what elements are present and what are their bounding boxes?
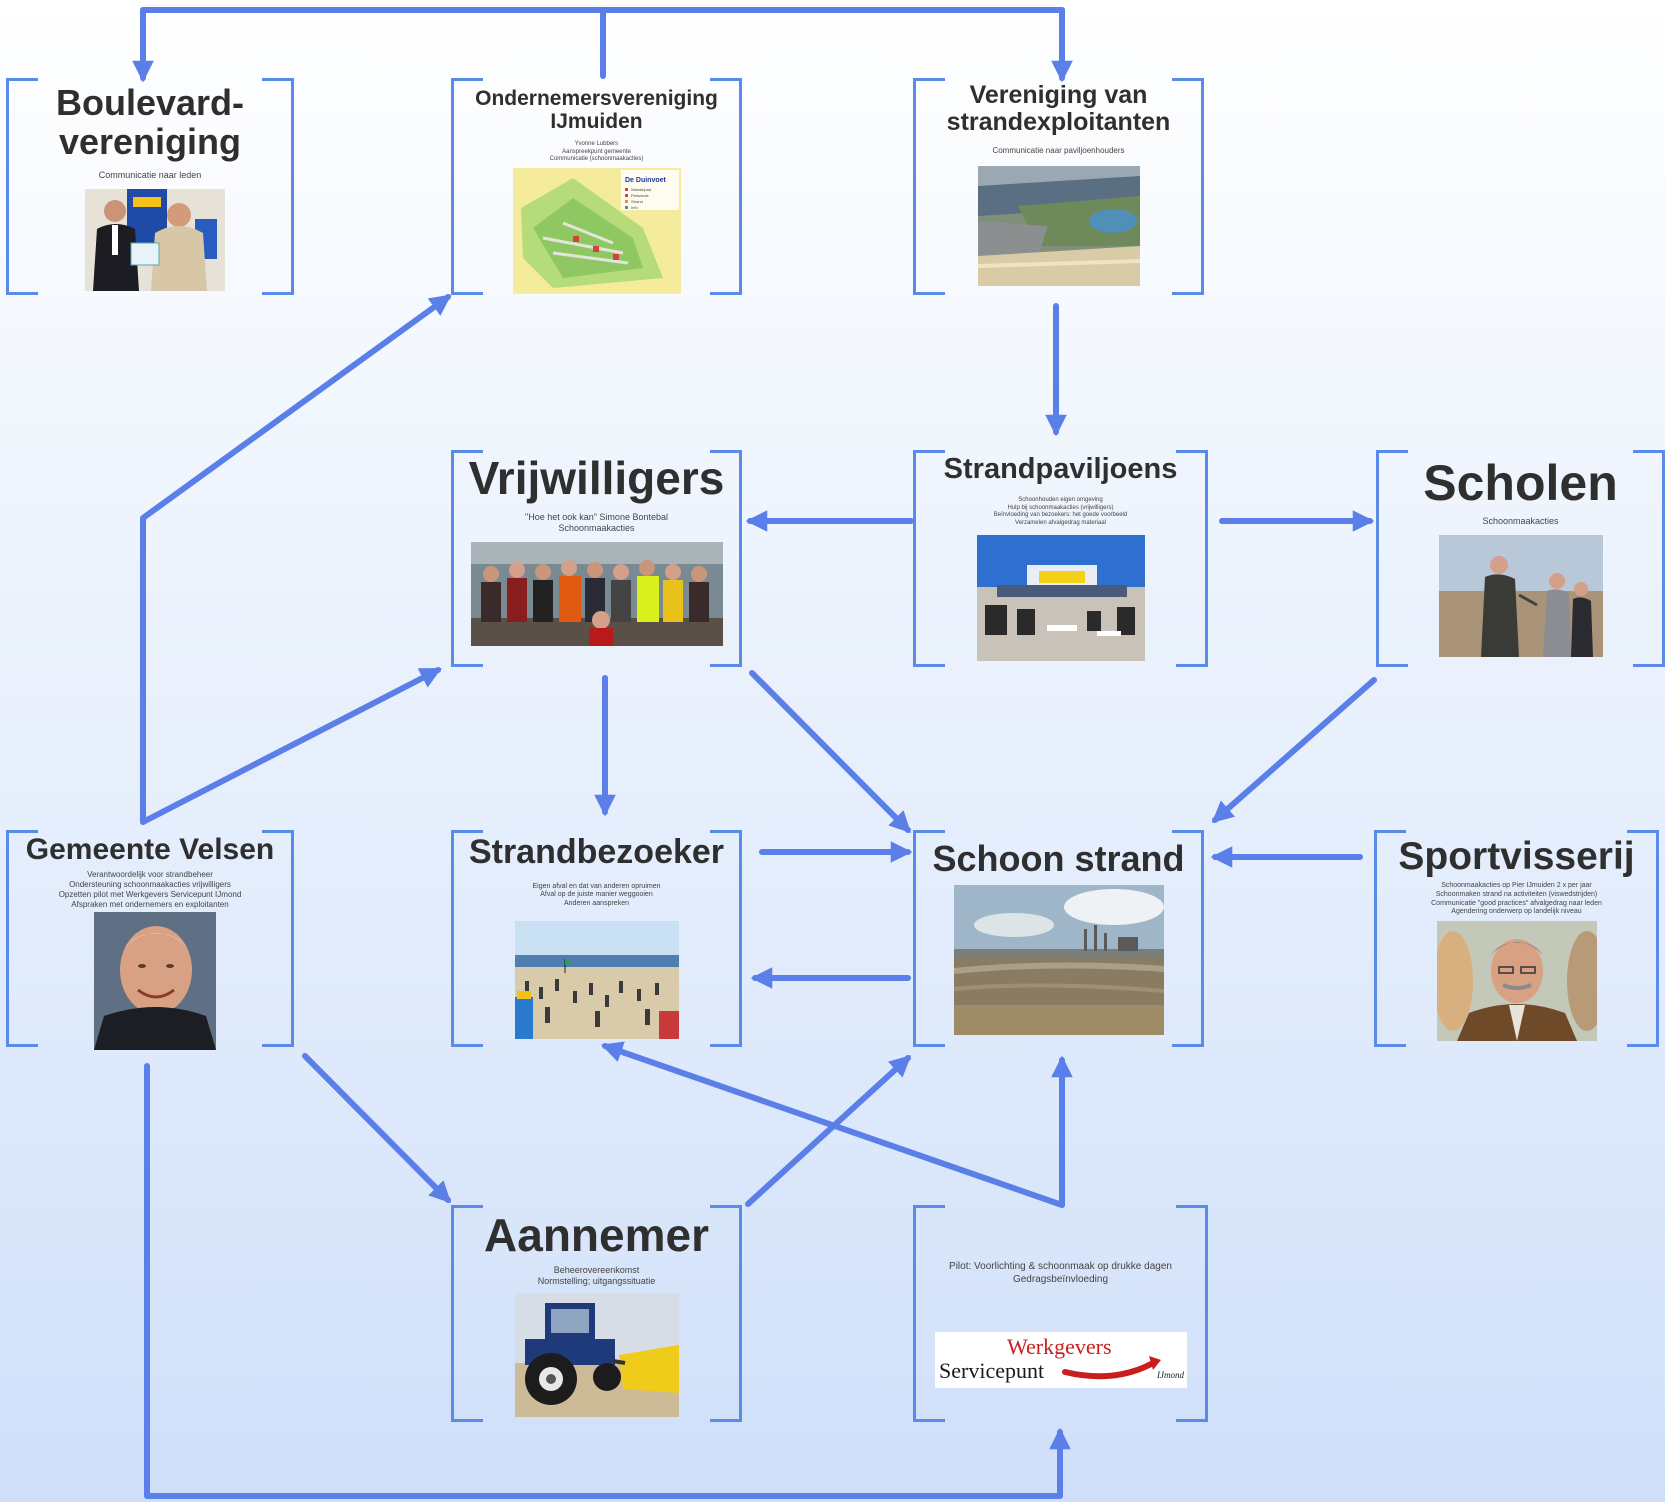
map-title: De Duinvoet	[625, 177, 667, 184]
logo-text-werkgevers: Werkgevers	[1007, 1334, 1112, 1359]
node-title: Aannemer	[484, 1209, 709, 1261]
frame-bracket-right	[1172, 78, 1204, 295]
node-strandexploitanten[interactable]: Vereniging van strandexploitanten Commun…	[913, 78, 1204, 295]
node-title: Vereniging van strandexploitanten	[946, 81, 1171, 136]
photo-boulevard	[85, 189, 225, 291]
arrow-gemeente-vrijwilligers	[140, 667, 442, 825]
node-gemeente[interactable]: Gemeente Velsen Verantwoordelijk voor st…	[6, 830, 294, 1051]
frame-bracket-left	[913, 1205, 945, 1422]
frame-bracket-right	[1172, 830, 1204, 1047]
node-title: Ondernemersvereniging IJmuiden	[475, 87, 718, 133]
logo-text-ijmond: IJmond	[1156, 1370, 1184, 1380]
photo-clean-beach	[953, 884, 1164, 1035]
node-title: Schoon strand	[932, 838, 1185, 879]
frame-bracket-left	[1376, 450, 1408, 667]
node-strandbezoeker[interactable]: Strandbezoeker Eigen afval en dat van an…	[451, 830, 742, 1047]
frame-bracket-right	[710, 830, 742, 1047]
node-subtitle: Yvonne Lubbers Aanspreekpunt gemeente Co…	[549, 141, 644, 163]
photo-crowded-beach	[514, 920, 679, 1039]
node-werkgevers[interactable]: Pilot: Voorlichting & schoonmaak op druk…	[913, 1205, 1208, 1422]
arrow-werkgevers-strandbezoeker	[600, 1041, 1065, 1208]
arrow-scholen-schoonstrand	[1211, 677, 1377, 823]
frame-bracket-left	[6, 830, 38, 1047]
frame-bracket-right	[710, 1205, 742, 1422]
node-title: Scholen	[1423, 455, 1618, 511]
frame-bracket-right	[1176, 1205, 1208, 1422]
frame-bracket-left	[913, 830, 945, 1047]
map-legend-item: Fietsroute	[631, 193, 650, 198]
photo-beach-pavilion	[976, 535, 1145, 662]
frame-bracket-left	[913, 450, 945, 667]
frame-bracket-right	[710, 450, 742, 667]
node-title: Strandpaviljoens	[943, 453, 1178, 485]
frame-bracket-right	[262, 830, 294, 1047]
arrow-vrijwilligers-schoonstrand	[749, 670, 912, 834]
node-strandpaviljoens[interactable]: Strandpaviljoens Schoonhouden eigen omge…	[913, 450, 1208, 667]
frame-bracket-left	[451, 830, 483, 1047]
arrow-gemeente-werkgevers	[144, 1063, 1071, 1499]
node-subtitle: Pilot: Voorlichting & schoonmaak op druk…	[949, 1261, 1172, 1285]
map-legend-item: Info	[631, 205, 638, 210]
node-subtitle: Verantwoordelijk voor strandbeheer Onder…	[58, 870, 242, 910]
node-boulevard[interactable]: Boulevard- vereniging Communicatie naar …	[6, 78, 294, 295]
frame-bracket-left	[1374, 830, 1406, 1047]
node-title: Vrijwilligers	[468, 452, 725, 504]
photo-harbour-aerial	[977, 166, 1140, 286]
node-subtitle: Beheerovereenkomst Normstelling; uitgang…	[537, 1264, 656, 1286]
arrow-gemeente-ondernemers	[140, 294, 452, 825]
photo-beach-tractor	[514, 1293, 679, 1418]
node-aannemer[interactable]: Aannemer Beheerovereenkomst Normstelling…	[451, 1205, 742, 1422]
node-schoonstrand[interactable]: Schoon strand	[913, 830, 1204, 1047]
node-title: Strandbezoeker	[468, 833, 725, 871]
frame-bracket-left	[451, 450, 483, 667]
node-subtitle: Communicatie naar paviljoenhouders	[992, 146, 1125, 155]
node-title: Gemeente Velsen	[25, 833, 275, 866]
photo-school-beach-cleanup	[1438, 535, 1603, 658]
arrow-gemeente-aannemer	[302, 1053, 452, 1204]
frame-bracket-right	[710, 78, 742, 295]
frame-bracket-right	[262, 78, 294, 295]
node-subtitle: "Hoe het ook kan" Simone Bontebal Schoon…	[525, 511, 668, 533]
node-subtitle: Eigen afval en dat van anderen opruimen …	[532, 882, 661, 908]
node-vrijwilligers[interactable]: Vrijwilligers "Hoe het ook kan" Simone B…	[451, 450, 742, 667]
frame-bracket-left	[6, 78, 38, 295]
node-sportvisserij[interactable]: Sportvisserij Schoonmaakacties op Pier I…	[1374, 830, 1659, 1047]
logo-text-servicepunt: Servicepunt	[939, 1358, 1044, 1383]
photo-gemeente-person	[94, 912, 216, 1051]
photo-sportvisserij-person	[1436, 921, 1597, 1042]
photo-ondernemers-map: De Duinvoet Wandelpad Fietsroute Strand …	[512, 167, 681, 294]
arrow-aannemer-schoonstrand	[745, 1055, 912, 1207]
node-title: Sportvisserij	[1398, 835, 1635, 878]
node-title: Boulevard- vereniging	[55, 82, 245, 162]
frame-bracket-left	[913, 78, 945, 295]
map-legend-item: Wandelpad	[631, 187, 651, 192]
node-scholen[interactable]: Scholen Schoonmaakacties	[1376, 450, 1665, 667]
frame-bracket-left	[451, 1205, 483, 1422]
photo-volunteers-group	[470, 542, 723, 647]
node-ondernemers[interactable]: Ondernemersvereniging IJmuiden Yvonne Lu…	[451, 78, 742, 295]
frame-bracket-right	[1176, 450, 1208, 667]
node-subtitle: Communicatie naar leden	[98, 169, 202, 180]
frame-bracket-right	[1633, 450, 1665, 667]
node-subtitle: Schoonhouden eigen omgeving Hulp bij sch…	[993, 497, 1128, 526]
map-legend-item: Strand	[631, 199, 643, 204]
frame-bracket-left	[451, 78, 483, 295]
werkgevers-servicepunt-logo: Werkgevers Servicepunt IJmond	[934, 1332, 1187, 1388]
frame-bracket-right	[1627, 830, 1659, 1047]
node-subtitle: Schoonmaakacties op Pier IJmuiden 2 x pe…	[1431, 882, 1602, 916]
node-subtitle: Schoonmaakacties	[1482, 516, 1559, 526]
